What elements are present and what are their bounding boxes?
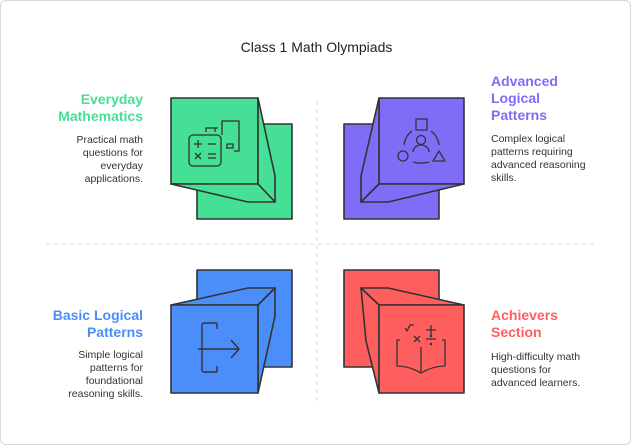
shapes-person-icon <box>397 118 446 164</box>
description-line: patterns for <box>89 362 143 374</box>
everyday-mathematics-heading: Everyday Mathematics <box>41 91 143 125</box>
achievers-section-heading: Achievers Section <box>491 307 611 341</box>
heading-line: Mathematics <box>58 108 143 124</box>
heading-line: Advanced <box>491 73 558 89</box>
green-cube <box>170 97 293 220</box>
description-line: Practical math <box>76 134 143 146</box>
calculator-icon <box>188 120 240 167</box>
description-line: foundational <box>85 375 143 387</box>
heading-line: Achievers <box>491 307 558 323</box>
heading-line: Patterns <box>491 107 548 123</box>
diagram-title: Class 1 Math Olympiads <box>240 39 393 55</box>
heading-line: Everyday <box>80 91 143 107</box>
basic-logical-patterns-description: Simple logical patterns for foundational… <box>31 349 143 401</box>
description-line: questions for <box>82 147 143 159</box>
heading-line: Logical <box>491 90 541 106</box>
blue-cube <box>170 269 293 394</box>
description-line: patterns requiring <box>491 146 573 158</box>
basic-logical-patterns-heading: Basic Logical Patterns <box>31 307 143 341</box>
description-line: advanced reasoning <box>491 159 586 171</box>
description-line: questions for <box>491 364 552 376</box>
heading-line: Basic Logical <box>52 307 143 323</box>
description-line: skills. <box>491 172 517 184</box>
achievers-section-description: High-difficulty math questions for advan… <box>491 351 621 390</box>
description-line: applications. <box>84 173 143 185</box>
description-line: Complex logical <box>491 133 566 145</box>
math-book-icon <box>396 324 446 374</box>
red-cube <box>343 269 465 394</box>
description-line: reasoning skills. <box>68 388 143 400</box>
description-line: everyday <box>100 160 143 172</box>
advanced-logical-patterns-description: Complex logical patterns requiring advan… <box>491 133 621 185</box>
description-line: advanced learners. <box>491 377 581 389</box>
exit-arrow-icon <box>198 322 240 373</box>
advanced-logical-patterns-heading: Advanced Logical Patterns <box>491 73 611 124</box>
purple-cube <box>343 97 465 220</box>
everyday-mathematics-description: Practical math questions for everyday ap… <box>41 134 143 186</box>
heading-line: Section <box>491 324 542 340</box>
description-line: Simple logical <box>78 349 143 361</box>
heading-line: Patterns <box>86 324 143 340</box>
description-line: High-difficulty math <box>491 351 581 363</box>
